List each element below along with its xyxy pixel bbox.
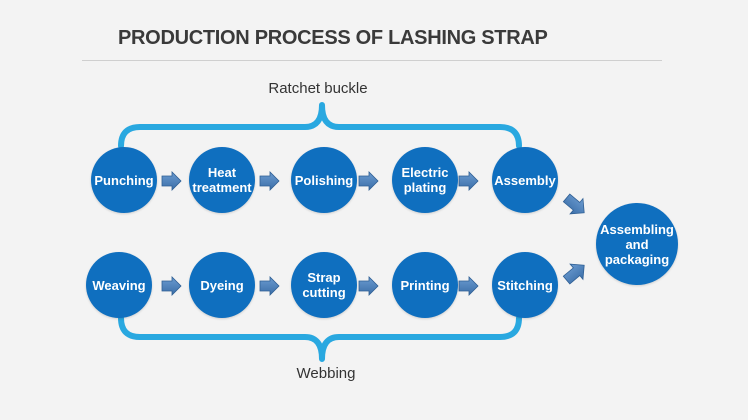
- node-electric-plating: Electric plating: [392, 147, 458, 213]
- arrow-right-icon: [358, 171, 379, 191]
- node-strap-cutting: Strap cutting: [291, 252, 357, 318]
- arrow-right-icon: [458, 171, 479, 191]
- node-dyeing: Dyeing: [189, 252, 255, 318]
- node-polishing: Polishing: [291, 147, 357, 213]
- arrow-right-icon: [358, 276, 379, 296]
- node-weaving: Weaving: [86, 252, 152, 318]
- arrow-right-icon: [161, 171, 182, 191]
- node-assembling-and-packaging: Assembling and packaging: [596, 203, 678, 285]
- arrow-right-icon: [161, 276, 182, 296]
- webbing-label: Webbing: [296, 365, 356, 382]
- node-stitching: Stitching: [492, 252, 558, 318]
- bottom-brace: [118, 315, 522, 362]
- arrow-right-icon: [259, 171, 280, 191]
- node-punching: Punching: [91, 147, 157, 213]
- node-assembly: Assembly: [492, 147, 558, 213]
- title-divider: [82, 60, 662, 61]
- top-brace: [118, 102, 522, 149]
- page-title: PRODUCTION PROCESS OF LASHING STRAP: [118, 27, 548, 49]
- ratchet-buckle-label: Ratchet buckle: [268, 80, 368, 97]
- arrow-down-right-icon: [562, 193, 585, 215]
- arrow-right-icon: [458, 276, 479, 296]
- node-printing: Printing: [392, 252, 458, 318]
- arrow-up-right-icon: [562, 263, 585, 285]
- node-heat-treatment: Heat treatment: [189, 147, 255, 213]
- arrow-right-icon: [259, 276, 280, 296]
